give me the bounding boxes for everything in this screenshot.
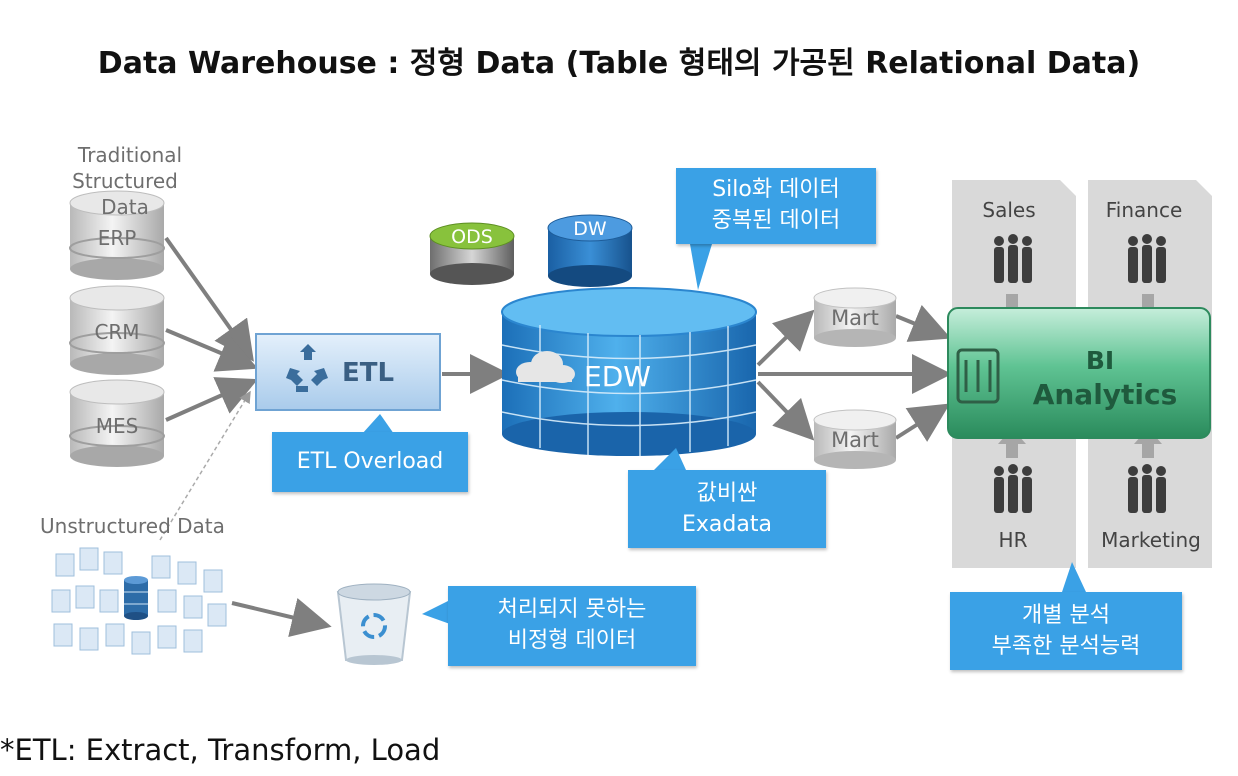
mart-bottom-label: Mart	[831, 428, 879, 452]
erp-label: ERP	[97, 226, 137, 250]
structured-data-label: Traditional Structured Data	[60, 142, 200, 220]
silo-callout-line1: Silo화 데이터	[712, 177, 840, 202]
ods-cylinder-icon	[429, 222, 515, 285]
etl-box	[255, 333, 441, 411]
mart-top-cylinder	[813, 287, 897, 347]
bi-limit-callout: 개별 분석 부족한 분석능력	[950, 592, 1182, 670]
mart-top-label: Mart	[831, 306, 879, 330]
hr-label: HR	[998, 528, 1028, 552]
etl-label: ETL	[342, 358, 395, 388]
structured-label-line1: Traditional	[77, 143, 183, 167]
crm-database-icon	[69, 285, 165, 375]
unstructured-data-label: Unstructured Data	[40, 514, 225, 538]
etl-overload-callout: ETL Overload	[272, 432, 468, 492]
silo-callout: Silo화 데이터 중복된 데이터	[676, 168, 876, 244]
ods-label: ODS	[451, 226, 493, 248]
edw-output-arrows	[756, 304, 952, 442]
bi-callout-line1: 개별 분석	[1022, 603, 1110, 628]
bi-analytics-box	[947, 307, 1211, 439]
exadata-callout-line1: 값비싼	[696, 481, 758, 506]
bi-callout-line2: 부족한 분석능력	[991, 634, 1141, 659]
structured-label-line2: Structured Data	[72, 169, 178, 219]
trash-arrow	[231, 598, 332, 637]
recycle-bin-icon	[336, 583, 412, 665]
dw-label: DW	[573, 218, 607, 240]
mart-bottom-cylinder	[813, 409, 897, 469]
finance-people-icon	[1128, 234, 1166, 283]
unstructured-dashed-arrow	[159, 390, 251, 541]
edw-cylinder	[501, 287, 757, 456]
unprocessed-callout-line1: 처리되지 못하는	[497, 597, 647, 622]
unprocessed-callout-line2: 비정형 데이터	[507, 628, 637, 653]
edw-label: EDW	[584, 360, 651, 393]
marketing-label: Marketing	[1101, 528, 1201, 552]
callout-pointers	[362, 244, 1086, 624]
hr-people-icon	[994, 464, 1032, 513]
crm-label: CRM	[94, 320, 140, 344]
people-icons	[994, 234, 1166, 513]
analytics-label: Analytics	[1032, 378, 1178, 411]
sales-people-icon	[994, 234, 1032, 283]
finance-label: Finance	[1105, 198, 1183, 222]
etl-recycle-icon	[286, 344, 328, 392]
sales-label: Sales	[982, 198, 1036, 222]
exadata-callout: 값비싼 Exadata	[628, 470, 826, 548]
analytics-gauge-icon	[956, 348, 1000, 404]
bi-label: BI	[1085, 346, 1115, 375]
marketing-people-icon	[1128, 464, 1166, 513]
unstructured-docs-icon	[51, 547, 227, 655]
page-title: Data Warehouse : 정형 Data (Table 형태의 가공된 …	[97, 46, 1141, 81]
mes-label: MES	[95, 414, 139, 438]
source-arrows	[164, 236, 259, 422]
erp-database-icon	[69, 190, 165, 280]
dw-cylinder-icon	[547, 214, 633, 287]
mes-database-icon	[69, 379, 165, 467]
silo-callout-line2: 중복된 데이터	[711, 208, 841, 233]
etl-footnote: *ETL: Extract, Transform, Load	[0, 733, 441, 767]
cloud-icon	[516, 351, 575, 383]
unprocessed-data-callout: 처리되지 못하는 비정형 데이터	[448, 586, 696, 666]
exadata-callout-line2: Exadata	[682, 512, 772, 537]
